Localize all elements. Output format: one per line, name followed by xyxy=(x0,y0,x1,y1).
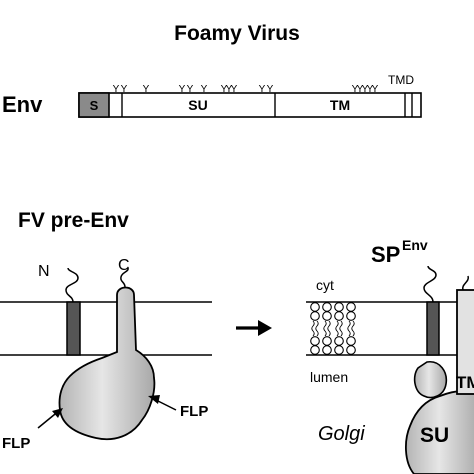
pre-env-protein: N C FLP FLP xyxy=(2,257,208,452)
phospholipid-head xyxy=(310,345,320,355)
phospholipid-head xyxy=(310,336,320,346)
phospholipid-tail xyxy=(339,320,343,337)
n-terminus-label: N xyxy=(38,263,50,280)
glyco-site-mark: Y xyxy=(259,84,266,95)
phospholipid-head xyxy=(322,311,332,321)
flp-right-arrowhead xyxy=(148,395,160,404)
glyco-site-mark: Y xyxy=(357,84,364,95)
signal-peptide-segment xyxy=(78,92,110,118)
tm-c-terminus-squiggle xyxy=(461,275,470,291)
phospholipid-head xyxy=(346,345,356,355)
sp-membrane-anchor xyxy=(426,301,440,356)
tm-segment-label: TM xyxy=(330,97,350,113)
flp-left-label: FLP xyxy=(2,435,30,452)
phospholipid-bilayer xyxy=(310,302,356,355)
glyco-site-mark: Y xyxy=(179,84,186,95)
phospholipid-tail xyxy=(323,320,327,337)
flp-left-arrowhead xyxy=(52,408,63,418)
glycosylation-sites: Y Y Y Y Y Y Y Y Y Y Y Y Y Y Y Y xyxy=(113,84,379,95)
phospholipid-tail xyxy=(311,320,315,337)
su-segment-label: SU xyxy=(188,97,207,113)
glyco-site-mark: Y xyxy=(226,84,233,95)
signal-peptide-label: S xyxy=(90,98,99,113)
phospholipid-head xyxy=(310,302,320,312)
phospholipid-head xyxy=(322,345,332,355)
phospholipid-head xyxy=(346,336,356,346)
glyco-site-mark: Y xyxy=(352,84,359,95)
env-domain-bar: S SU TM TMD xyxy=(78,73,422,118)
tm-subunit-stalk xyxy=(456,289,474,395)
sp-env-heading: SP xyxy=(371,242,400,267)
tmd-label: TMD xyxy=(388,73,414,87)
phospholipid-head xyxy=(346,311,356,321)
golgi-env-complex: TM SU xyxy=(405,265,474,474)
glyco-site-mark: Y xyxy=(267,84,274,95)
tm-subunit-label: TM xyxy=(456,373,474,392)
cytoplasm-label: cyt xyxy=(316,277,334,293)
signal-peptide-anchor xyxy=(66,301,81,356)
su-tm-lumenal-domain xyxy=(58,286,156,441)
phospholipid-head xyxy=(322,336,332,346)
glyco-site-mark: Y xyxy=(113,84,120,95)
golgi-membrane xyxy=(306,301,474,356)
transition-arrow xyxy=(236,320,272,336)
phospholipid-tail xyxy=(315,320,319,337)
glyco-site-mark: Y xyxy=(143,84,150,95)
phospholipid-head xyxy=(322,302,332,312)
glyco-site-mark: Y xyxy=(121,84,128,95)
glyco-site-mark: Y xyxy=(231,84,238,95)
golgi-label: Golgi xyxy=(318,423,365,445)
phospholipid-tail xyxy=(351,320,355,337)
flp-right-label: FLP xyxy=(180,403,208,420)
phospholipid-head xyxy=(346,302,356,312)
c-terminus-label: C xyxy=(118,257,130,274)
sp-lumenal-lobe xyxy=(413,361,448,399)
phospholipid-tail xyxy=(335,320,339,337)
env-bar-outline xyxy=(78,92,422,118)
phospholipid-head xyxy=(334,336,344,346)
phospholipid-head xyxy=(334,345,344,355)
sp-n-terminus-squiggle xyxy=(423,265,437,303)
n-terminus-squiggle xyxy=(65,267,79,303)
pre-env-heading: FV pre-Env xyxy=(18,209,129,232)
env-label: Env xyxy=(2,92,43,117)
glyco-site-mark: Y xyxy=(362,84,369,95)
glyco-site-mark: Y xyxy=(372,84,379,95)
glyco-site-mark: Y xyxy=(367,84,374,95)
phospholipid-head xyxy=(334,311,344,321)
glyco-site-mark: Y xyxy=(187,84,194,95)
glyco-site-mark: Y xyxy=(201,84,208,95)
diagram-title: Foamy Virus xyxy=(174,22,300,45)
lumen-label: lumen xyxy=(310,369,348,385)
sp-env-heading-superscript: Env xyxy=(402,237,428,253)
phospholipid-tail xyxy=(347,320,351,337)
phospholipid-head xyxy=(310,311,320,321)
pre-env-membrane xyxy=(0,301,212,356)
su-subunit-label: SU xyxy=(420,424,449,447)
phospholipid-tail xyxy=(327,320,331,337)
c-terminus-squiggle xyxy=(120,267,129,288)
phospholipid-head xyxy=(334,302,344,312)
glyco-site-mark: Y xyxy=(221,84,228,95)
